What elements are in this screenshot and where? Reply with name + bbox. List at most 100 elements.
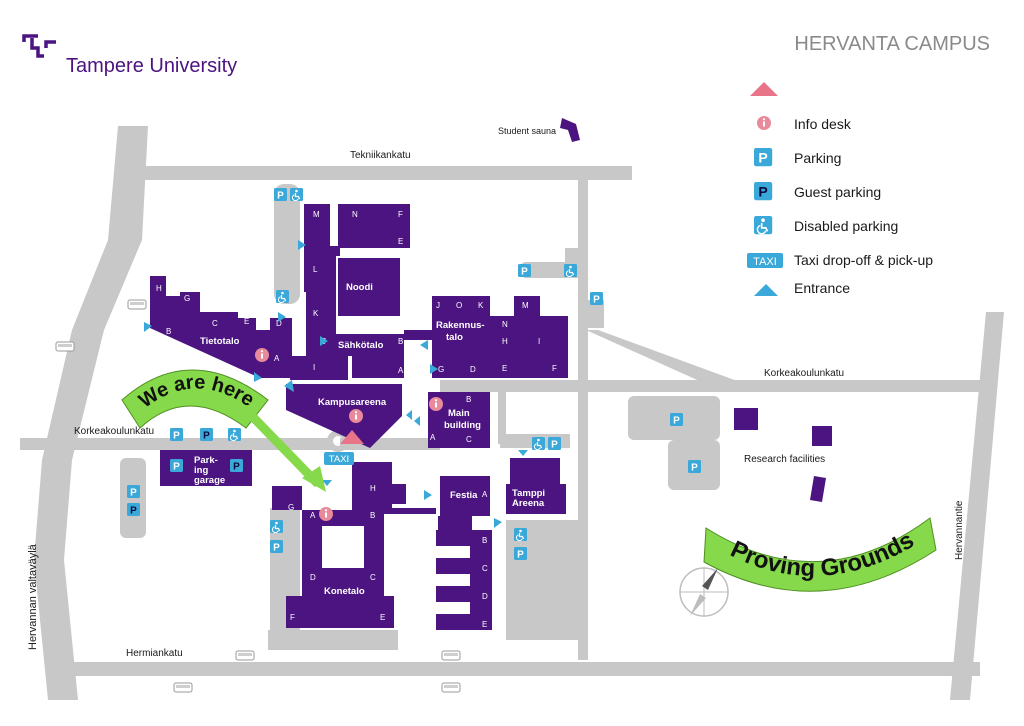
- svg-text:TAXI: TAXI: [753, 256, 777, 268]
- building-tamppi-areena[interactable]: Tamppi Areena: [506, 458, 566, 514]
- building-sahkotalo[interactable]: M L K J I B A Sähkötalo: [290, 204, 432, 380]
- parking-icon: [270, 540, 283, 554]
- main-building-label-2: building: [444, 420, 481, 431]
- sahkotalo-label: Sähkötalo: [338, 340, 384, 351]
- svg-text:E: E: [380, 613, 385, 622]
- building-main[interactable]: B A C Main building: [428, 392, 490, 448]
- legend-taxi: TAXI Taxi drop-off & pick-up: [747, 252, 933, 268]
- entrance-icon: [144, 322, 152, 332]
- guest-parking-icon: [754, 182, 773, 201]
- street-hervannan-valtavayla: Hervannan valtaväylä: [27, 543, 39, 650]
- svg-text:J: J: [436, 301, 440, 310]
- parking-icon: [518, 264, 531, 278]
- svg-text:Park-: Park-: [194, 455, 218, 466]
- road-korkeakoulunkatu-east: [440, 380, 980, 392]
- entrance-icon: [278, 312, 286, 322]
- entrance-icon: [430, 364, 438, 374]
- svg-text:E: E: [482, 620, 487, 629]
- parking-icon: [170, 428, 183, 442]
- svg-text:Disabled parking: Disabled parking: [794, 218, 898, 234]
- entrance-icon: [494, 518, 502, 528]
- info-desk-icon: [429, 397, 443, 411]
- building-konetalo[interactable]: G A H B D C F E Konetalo: [272, 462, 436, 628]
- road-hervannan-valtavayla: [34, 126, 148, 700]
- svg-text:Guest parking: Guest parking: [794, 184, 881, 200]
- svg-text:E: E: [502, 364, 507, 373]
- guest-parking-icon: [127, 503, 140, 517]
- parking-icon: [688, 460, 701, 474]
- info-desk-icon: [255, 348, 269, 362]
- disabled-parking-icon: [563, 263, 578, 278]
- svg-text:B: B: [166, 327, 171, 336]
- svg-text:ing: ing: [194, 465, 208, 476]
- svg-text:K: K: [313, 309, 319, 318]
- svg-text:F: F: [290, 613, 295, 622]
- taxi-stand[interactable]: TAXI: [324, 452, 354, 465]
- svg-text:N: N: [352, 210, 358, 219]
- bus-stop-icon: [441, 682, 461, 693]
- svg-text:C: C: [370, 573, 376, 582]
- info-desk-icon: [319, 507, 333, 521]
- svg-text:G: G: [288, 503, 294, 512]
- svg-text:F: F: [398, 210, 403, 219]
- road-diagonal: [586, 330, 740, 392]
- road-inner-vertical: [498, 392, 506, 444]
- tamppi-label-1: Tamppi: [512, 488, 545, 499]
- bus-stop-icon: [173, 682, 193, 693]
- street-hermiankatu: Hermiankatu: [126, 648, 183, 659]
- svg-text:C: C: [482, 564, 488, 573]
- rakennustalo-label-2: talo: [446, 332, 463, 343]
- tampere-university-logo[interactable]: Tampere University: [22, 34, 237, 77]
- info-desk-icon: [349, 409, 363, 423]
- building-rakennustalo[interactable]: J O K M L N G H I E F D Rakennus- talo: [432, 296, 568, 378]
- svg-text:M: M: [313, 210, 320, 219]
- svg-text:A: A: [482, 490, 488, 499]
- taxi-icon: [324, 452, 354, 465]
- disabled-parking-icon: [269, 519, 284, 534]
- svg-text:Info desk: Info desk: [794, 116, 852, 132]
- legend-you-are-here: [750, 82, 778, 96]
- entrance-icon: [284, 380, 294, 392]
- you-are-here-marker: [340, 430, 364, 444]
- road-korkeakoulunkatu-west: [20, 438, 340, 450]
- disabled-parking-icon: [227, 427, 242, 442]
- building-noodi[interactable]: N F E Noodi: [338, 204, 410, 316]
- svg-text:C: C: [212, 319, 218, 328]
- svg-text:L: L: [552, 301, 557, 310]
- bus-stop-icon: [235, 650, 255, 661]
- svg-text:Entrance: Entrance: [794, 280, 850, 296]
- parking-icon: [670, 413, 683, 427]
- disabled-parking-icon: [275, 289, 290, 304]
- parking-lots: [120, 262, 720, 650]
- tietotalo-label: Tietotalo: [200, 336, 240, 347]
- svg-text:B: B: [370, 511, 375, 520]
- svg-text:I: I: [538, 337, 540, 346]
- entrance-icon: [320, 336, 328, 346]
- parking-icon: [514, 547, 527, 561]
- entrance-icon: [298, 240, 306, 250]
- svg-text:A: A: [274, 354, 280, 363]
- building-festia[interactable]: A B C D E Festia: [436, 476, 492, 630]
- svg-text:A: A: [398, 366, 404, 375]
- svg-text:TAXI: TAXI: [329, 454, 349, 465]
- svg-text:H: H: [370, 484, 376, 493]
- svg-text:B: B: [482, 536, 487, 545]
- research-facilities-buildings[interactable]: [734, 408, 832, 502]
- svg-text:Parking: Parking: [794, 150, 841, 166]
- you-are-here-triangle-icon: [750, 82, 778, 96]
- student-sauna[interactable]: Student sauna: [498, 118, 580, 142]
- svg-text:A: A: [310, 511, 316, 520]
- building-kampusareena[interactable]: Kampusareena: [286, 384, 402, 448]
- campus-title: HERVANTA CAMPUS: [794, 33, 990, 55]
- svg-text:C: C: [466, 435, 472, 444]
- entrance-icon: [406, 410, 412, 420]
- svg-text:Taxi drop-off & pick-up: Taxi drop-off & pick-up: [794, 252, 933, 268]
- svg-text:G: G: [438, 365, 444, 374]
- konetalo-label: Konetalo: [324, 586, 365, 597]
- street-korkeakoulunkatu-west: Korkeakoulunkatu: [74, 426, 154, 437]
- entrance-markers: [144, 240, 528, 528]
- road-parking-loop: [274, 184, 300, 304]
- building-tietotalo[interactable]: H G C E D B A Tietotalo: [150, 276, 292, 378]
- svg-text:D: D: [276, 319, 282, 328]
- bus-stop-icon: [441, 650, 461, 661]
